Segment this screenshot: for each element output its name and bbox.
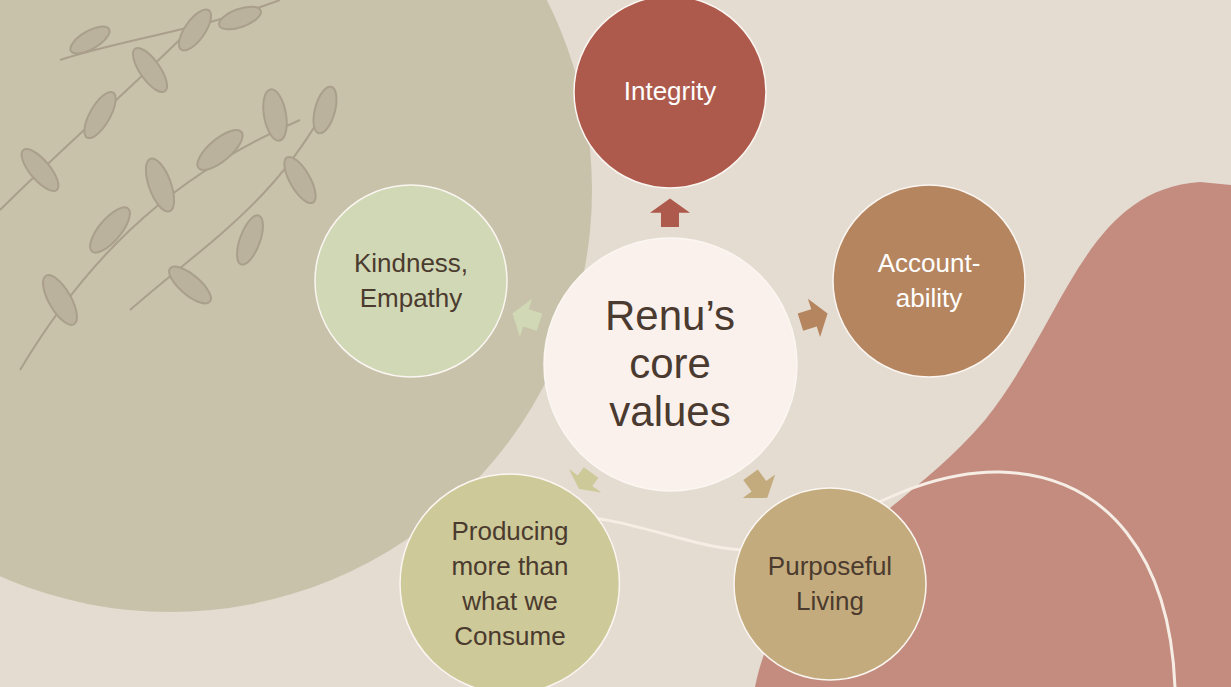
value-label: Account- ability bbox=[854, 246, 1004, 316]
value-label: Producing more than what we Consume bbox=[435, 514, 585, 654]
value-circle: Account- ability bbox=[832, 184, 1026, 378]
value-label: Integrity bbox=[624, 74, 717, 109]
circle-fill bbox=[315, 185, 507, 377]
leaf bbox=[36, 270, 83, 329]
circle-fill bbox=[574, 0, 766, 188]
center-circle: Renu’s core values bbox=[543, 237, 798, 492]
leaf bbox=[278, 152, 321, 207]
block-arrow bbox=[569, 467, 601, 492]
leaf bbox=[66, 21, 113, 59]
leaf-branch bbox=[60, 0, 280, 60]
block-arrow bbox=[743, 469, 775, 498]
decorative-curve bbox=[560, 472, 1175, 687]
background-blob bbox=[755, 182, 1231, 687]
center-label: Renu’s core values bbox=[575, 292, 765, 437]
value-circle: Kindness, Empathy bbox=[314, 184, 508, 378]
block-arrow bbox=[512, 299, 542, 337]
block-arrow bbox=[650, 199, 690, 228]
circle-fill bbox=[833, 185, 1025, 377]
leaf bbox=[173, 5, 217, 56]
leaf bbox=[127, 43, 173, 97]
circle-fill bbox=[544, 238, 797, 491]
circle-outline bbox=[314, 184, 508, 378]
value-circle: Integrity bbox=[573, 0, 767, 189]
leaf bbox=[216, 2, 264, 34]
value-label: Kindness, Empathy bbox=[336, 246, 486, 316]
leaf bbox=[232, 212, 269, 268]
circle-outline bbox=[832, 184, 1026, 378]
leaf-illustration bbox=[0, 0, 341, 370]
circle-fill bbox=[734, 488, 926, 680]
leaf bbox=[140, 155, 180, 215]
value-label: Purposeful Living bbox=[755, 549, 905, 619]
leaf-branch bbox=[20, 120, 300, 370]
block-arrow bbox=[798, 299, 828, 337]
leaf bbox=[309, 84, 341, 136]
leaf bbox=[84, 201, 137, 258]
value-circle: Purposeful Living bbox=[733, 487, 927, 681]
leaf bbox=[260, 87, 291, 142]
circle-outline bbox=[733, 487, 927, 681]
circle-fill bbox=[400, 474, 619, 687]
value-circle: Producing more than what we Consume bbox=[399, 473, 620, 687]
leaf bbox=[78, 87, 121, 142]
leaf bbox=[16, 144, 65, 197]
leaf bbox=[164, 261, 217, 310]
leaf-branch bbox=[130, 90, 335, 310]
leaf bbox=[191, 124, 248, 177]
